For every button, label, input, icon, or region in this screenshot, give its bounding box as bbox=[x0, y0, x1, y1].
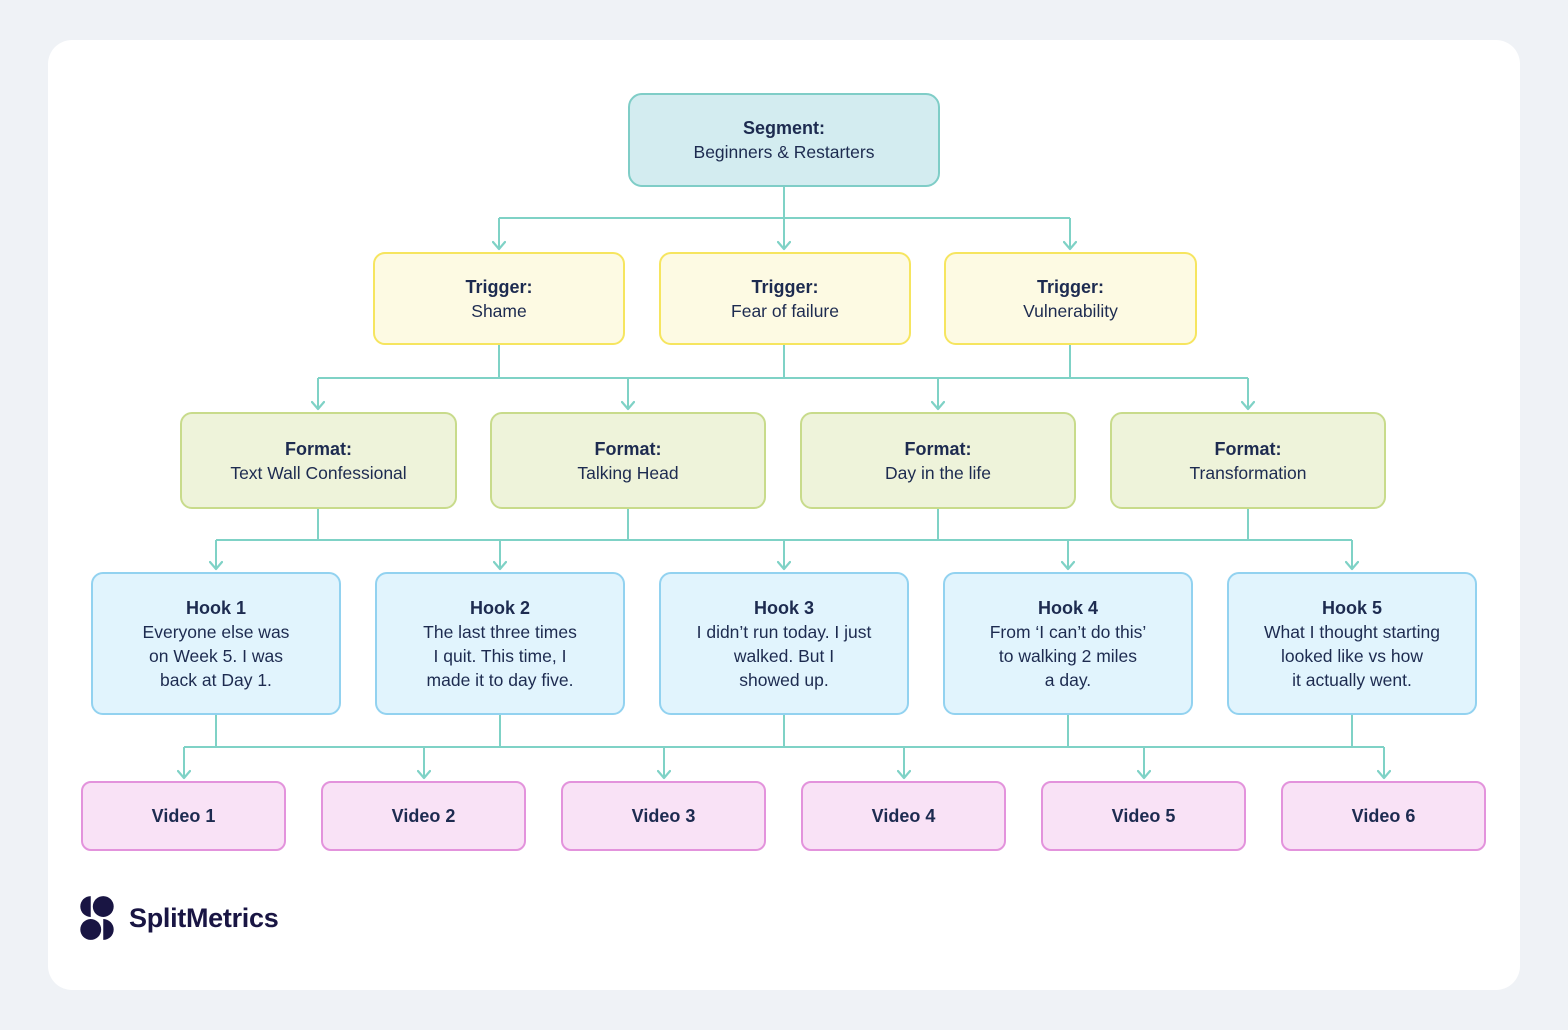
hook-node-1: Hook 1 Everyone else was on Week 5. I wa… bbox=[91, 572, 341, 715]
format-label: Transformation bbox=[1189, 462, 1307, 483]
format-node-text-wall-confessional: Format: Text Wall Confessional bbox=[180, 412, 457, 509]
hook-text: Everyone else was on Week 5. I was back … bbox=[142, 621, 290, 690]
video-node-5: Video 5 bbox=[1041, 781, 1246, 851]
video-node-1: Video 1 bbox=[81, 781, 286, 851]
video-node-6: Video 6 bbox=[1281, 781, 1486, 851]
hook-heading: Hook 5 bbox=[1321, 597, 1382, 618]
video-label: Video 3 bbox=[631, 806, 696, 826]
hook-text: The last three times I quit. This time, … bbox=[423, 621, 577, 690]
segment-label: Beginners & Restarters bbox=[693, 142, 875, 162]
logo-wordmark: SplitMetrics bbox=[129, 902, 279, 933]
segment-heading: Segment: bbox=[742, 118, 825, 138]
video-label: Video 1 bbox=[151, 806, 216, 826]
splitmetrics-logo-icon bbox=[80, 896, 114, 940]
format-label: Day in the life bbox=[884, 462, 992, 483]
trigger-node-vulnerability: Trigger: Vulnerability bbox=[944, 252, 1197, 345]
hook-heading: Hook 3 bbox=[753, 597, 814, 618]
format-node-day-in-the-life: Format: Day in the life bbox=[800, 412, 1076, 509]
video-label: Video 2 bbox=[391, 806, 456, 826]
video-node-4: Video 4 bbox=[801, 781, 1006, 851]
video-label: Video 4 bbox=[871, 806, 936, 826]
hook-node-3: Hook 3 I didn’t run today. I just walked… bbox=[659, 572, 909, 715]
hook-node-2: Hook 2 The last three times I quit. This… bbox=[375, 572, 625, 715]
format-node-talking-head: Format: Talking Head bbox=[490, 412, 766, 509]
splitmetrics-logo: SplitMetrics bbox=[78, 894, 279, 942]
hook-text: I didn’t run today. I just walked. But I… bbox=[696, 621, 872, 690]
format-node-transformation: Format: Transformation bbox=[1110, 412, 1386, 509]
format-label: Text Wall Confessional bbox=[230, 462, 407, 483]
hook-heading: Hook 1 bbox=[185, 597, 246, 618]
trigger-node-fear-of-failure: Trigger: Fear of failure bbox=[659, 252, 911, 345]
trigger-label: Vulnerability bbox=[1023, 300, 1118, 321]
video-node-3: Video 3 bbox=[561, 781, 766, 851]
video-label: Video 6 bbox=[1351, 806, 1416, 826]
trigger-heading: Trigger: bbox=[751, 276, 819, 297]
format-heading: Format: bbox=[285, 438, 352, 459]
segment-node: Segment: Beginners & Restarters bbox=[628, 93, 940, 187]
video-node-2: Video 2 bbox=[321, 781, 526, 851]
format-heading: Format: bbox=[594, 438, 662, 459]
trigger-heading: Trigger: bbox=[1036, 276, 1104, 297]
hook-heading: Hook 2 bbox=[469, 597, 530, 618]
trigger-label: Fear of failure bbox=[731, 300, 839, 321]
hook-text: What I thought starting looked like vs h… bbox=[1263, 621, 1441, 690]
format-heading: Format: bbox=[904, 438, 972, 459]
hook-heading: Hook 4 bbox=[1037, 597, 1098, 618]
hook-text: From ‘I can’t do this’ to walking 2 mile… bbox=[989, 621, 1147, 690]
format-label: Talking Head bbox=[577, 462, 679, 483]
video-label: Video 5 bbox=[1111, 806, 1176, 826]
trigger-node-shame: Trigger: Shame bbox=[373, 252, 625, 345]
hook-node-4: Hook 4 From ‘I can’t do this’ to walking… bbox=[943, 572, 1193, 715]
hook-node-5: Hook 5 What I thought starting looked li… bbox=[1227, 572, 1477, 715]
trigger-heading: Trigger: bbox=[465, 276, 533, 297]
trigger-label: Shame bbox=[471, 300, 527, 321]
format-heading: Format: bbox=[1214, 438, 1282, 459]
